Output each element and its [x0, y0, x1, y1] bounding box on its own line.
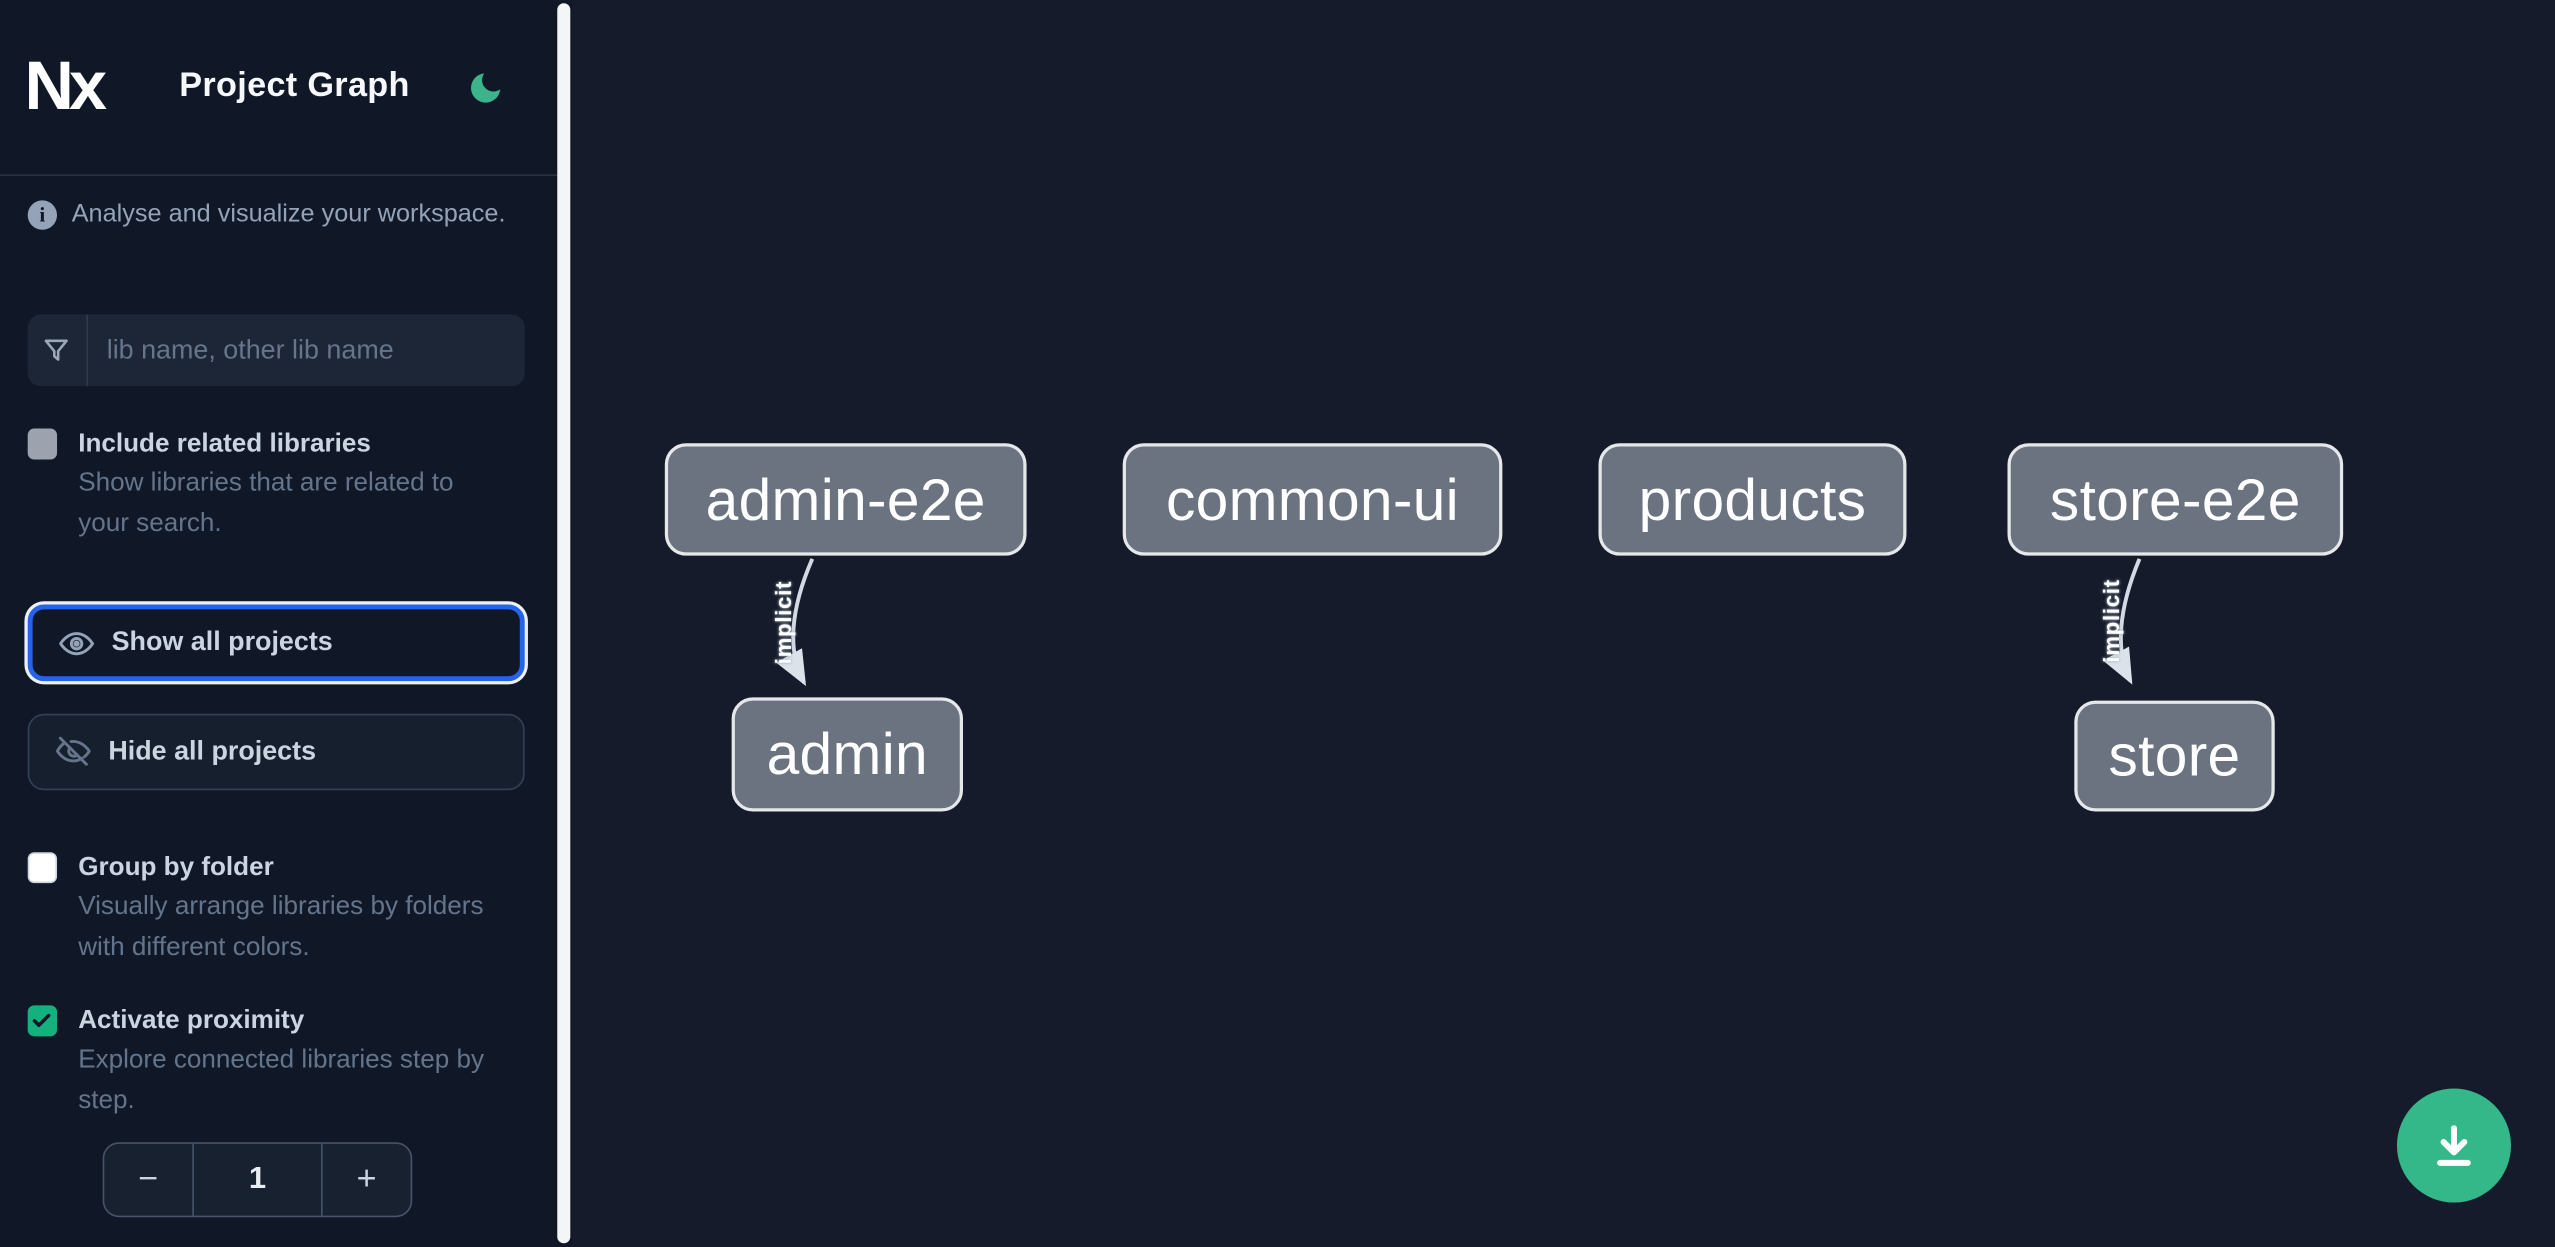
- eye-off-icon: [53, 732, 92, 771]
- show-all-projects-button[interactable]: Show all projects: [26, 604, 524, 682]
- option-description: Explore connected libraries step by step…: [78, 1046, 485, 1114]
- info-icon: i: [27, 200, 58, 230]
- header-divider: [0, 174, 558, 176]
- option-label: Activate proximity: [78, 1007, 305, 1035]
- hide-all-projects-button[interactable]: Hide all projects: [26, 712, 524, 790]
- filter-funnel-icon: [27, 314, 88, 387]
- moon-icon[interactable]: [466, 68, 505, 107]
- option-label: Include related libraries: [78, 430, 371, 458]
- stepper-value: 1: [248, 1160, 267, 1196]
- proximity-depth-stepper: − 1 +: [102, 1141, 413, 1217]
- download-image-button[interactable]: [2396, 1088, 2511, 1203]
- edge-store-e2e-to-store[interactable]: [2102, 558, 2142, 685]
- stepper-decrement-button[interactable]: −: [104, 1143, 194, 1215]
- filter-input-group: [26, 314, 524, 387]
- sidebar: Nx Project Graph i Analyse and visualize…: [0, 0, 572, 1247]
- graph-node-common-ui[interactable]: common-ui: [1122, 443, 1503, 556]
- edge-label-admin-e2e-admin: implicit: [771, 580, 796, 665]
- option-description: Visually arrange libraries by folders wi…: [78, 892, 484, 961]
- sidebar-scrollbar[interactable]: [557, 3, 571, 1244]
- option-activate-proximity[interactable]: Activate proximity Explore connected lib…: [26, 1002, 516, 1121]
- project-graph-canvas[interactable]: admin-e2e common-ui products store-e2e admin…: [571, 0, 2555, 1247]
- graph-node-admin[interactable]: admin: [731, 697, 964, 812]
- nx-logo: Nx: [24, 47, 107, 124]
- checkbox-activate-proximity[interactable]: [26, 1005, 58, 1036]
- sidebar-header: Nx Project Graph: [0, 0, 557, 174]
- eye-icon: [56, 623, 95, 662]
- graph-node-store[interactable]: store: [2074, 700, 2275, 812]
- option-group-by-folder[interactable]: Group by folder Visually arrange librari…: [26, 849, 516, 968]
- show-all-projects-label: Show all projects: [111, 627, 333, 657]
- checkbox-group-by-folder[interactable]: [26, 852, 58, 883]
- download-icon: [2437, 1125, 2471, 1166]
- page-title: Project Graph: [179, 66, 410, 105]
- hide-all-projects-label: Hide all projects: [108, 735, 317, 766]
- option-include-related-libraries[interactable]: Include related libraries Show libraries…: [26, 425, 516, 544]
- graph-node-products[interactable]: products: [1598, 443, 1907, 556]
- edge-layer: [776, 558, 2142, 687]
- stepper-increment-button[interactable]: +: [321, 1143, 411, 1215]
- info-row: i Analyse and visualize your workspace.: [27, 200, 533, 230]
- search-input[interactable]: [87, 314, 524, 387]
- graph-node-admin-e2e[interactable]: admin-e2e: [664, 443, 1027, 556]
- info-text: Analyse and visualize your workspace.: [71, 200, 506, 229]
- edge-admin-e2e-to-admin[interactable]: [776, 558, 815, 687]
- checkbox-include-related[interactable]: [26, 428, 58, 459]
- edge-label-store-e2e-store: implicit: [2099, 579, 2125, 663]
- option-label: Group by folder: [78, 853, 274, 882]
- option-description: Show libraries that are related to your …: [78, 469, 454, 537]
- graph-node-store-e2e[interactable]: store-e2e: [2007, 443, 2344, 556]
